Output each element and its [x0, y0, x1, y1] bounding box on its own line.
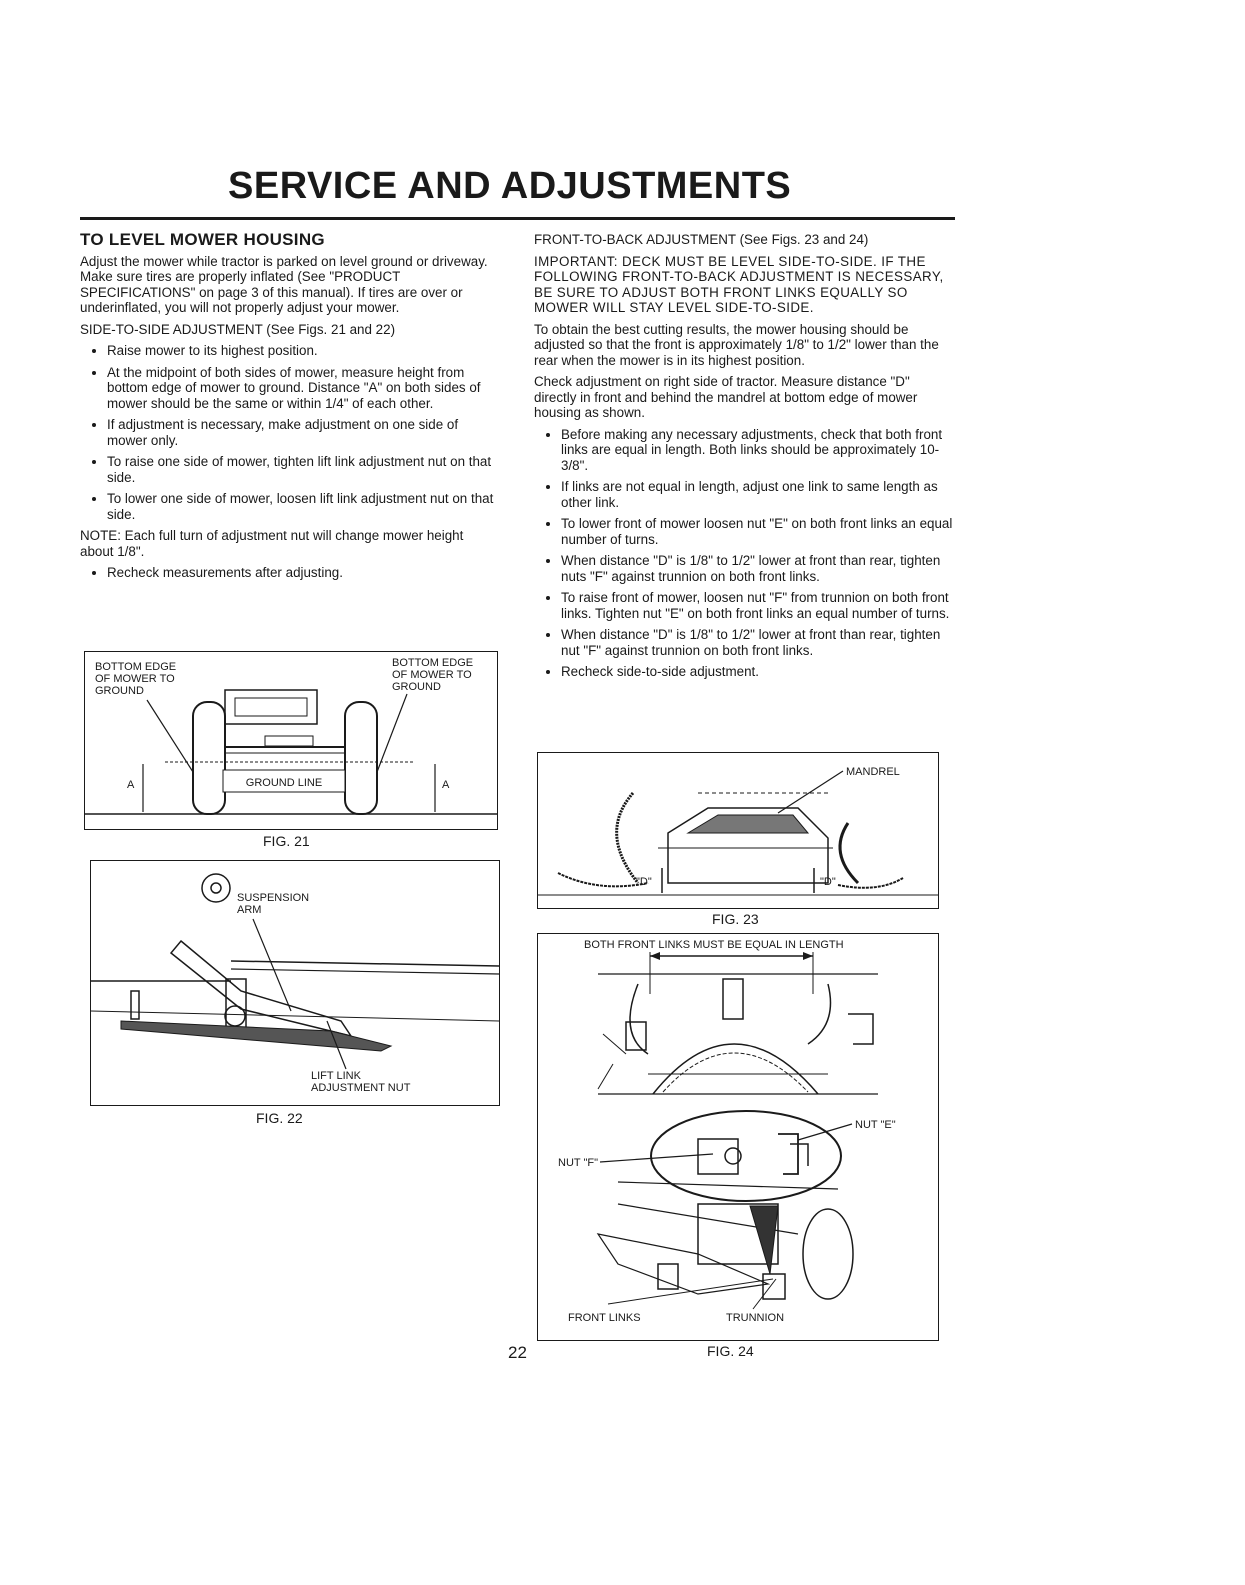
fig21-a-right: A — [442, 779, 450, 791]
figure-24: BOTH FRONT LINKS MUST BE EQUAL IN LENGTH… — [537, 933, 939, 1341]
list-item: Raise mower to its highest position. — [107, 343, 500, 359]
cutting-results-paragraph: To obtain the best cutting results, the … — [534, 321, 939, 368]
check-adjustment-paragraph: Check adjustment on right side of tracto… — [534, 374, 918, 420]
figure-22-drawing: SUSPENSION ARM LIFT LINK ADJUSTMENT NUT — [91, 873, 499, 1094]
front-to-back-steps: Before making any necessary adjustments,… — [534, 427, 954, 680]
figure-22-caption: FIG. 22 — [256, 1110, 303, 1126]
fig24-nut-f: NUT "F" — [558, 1157, 598, 1169]
fig22-label-nut-2: ADJUSTMENT NUT — [311, 1082, 411, 1094]
fig24-front-links: FRONT LINKS — [568, 1312, 641, 1324]
list-item: At the midpoint of both sides of mower, … — [107, 365, 500, 412]
list-item: If adjustment is necessary, make adjustm… — [107, 417, 500, 448]
page-number: 22 — [508, 1343, 527, 1362]
left-column: TO LEVEL MOWER HOUSING Adjust the mower … — [80, 230, 500, 587]
recheck-list: Recheck measurements after adjusting. — [80, 565, 500, 581]
fig21-a-left: A — [127, 779, 135, 791]
fig24-trunnion: TRUNNION — [726, 1312, 784, 1324]
side-to-side-steps: Raise mower to its highest position. At … — [80, 343, 500, 522]
fig24-nut-e: NUT "E" — [855, 1119, 896, 1131]
list-item: Recheck side-to-side adjustment. — [561, 664, 954, 680]
figure-23: MANDREL "D" "D" — [537, 752, 939, 909]
list-item: When distance "D" is 1/8" to 1/2" lower … — [561, 553, 954, 584]
front-to-back-heading: FRONT-TO-BACK ADJUSTMENT (See Figs. 23 a… — [534, 232, 869, 247]
fig21-ground-line-label: GROUND LINE — [246, 777, 322, 789]
figure-21-caption: FIG. 21 — [263, 833, 310, 849]
list-item: To lower one side of mower, loosen lift … — [107, 491, 500, 522]
list-item: To lower front of mower loosen nut "E" o… — [561, 516, 954, 547]
page-title: SERVICE AND ADJUSTMENTS — [228, 165, 792, 207]
right-wheel — [344, 701, 378, 815]
fig21-label-right-1: BOTTOM EDGE — [392, 657, 473, 669]
note-paragraph: NOTE: Each full turn of adjustment nut w… — [80, 528, 464, 559]
fig22-label-arm-2: ARM — [237, 904, 261, 916]
list-item: Before making any necessary adjustments,… — [561, 427, 954, 474]
figure-23-drawing: MANDREL "D" "D" — [538, 766, 938, 896]
fig21-label-right-2: OF MOWER TO — [392, 669, 472, 681]
list-item: When distance "D" is 1/8" to 1/2" lower … — [561, 627, 954, 658]
figure-21: BOTTOM EDGE OF MOWER TO GROUND BOTTOM ED… — [84, 651, 498, 830]
intro-paragraph: Adjust the mower while tractor is parked… — [80, 253, 488, 316]
fig23-label-mandrel: MANDREL — [846, 766, 900, 778]
fig23-d-left: "D" — [636, 876, 652, 888]
title-rule — [80, 217, 955, 220]
right-column: FRONT-TO-BACK ADJUSTMENT (See Figs. 23 a… — [534, 232, 954, 686]
fig21-label-right-3: GROUND — [392, 681, 441, 693]
fig24-label-top: BOTH FRONT LINKS MUST BE EQUAL IN LENGTH — [584, 939, 844, 951]
section-heading-level-mower: TO LEVEL MOWER HOUSING — [80, 230, 325, 249]
figure-21-drawing: BOTTOM EDGE OF MOWER TO GROUND BOTTOM ED… — [85, 657, 497, 815]
list-item: To raise front of mower, loosen nut "F" … — [561, 590, 954, 621]
fig21-label-left-2: OF MOWER TO — [95, 673, 175, 685]
side-to-side-heading: SIDE-TO-SIDE ADJUSTMENT (See Figs. 21 an… — [80, 321, 396, 337]
figure-24-caption: FIG. 24 — [707, 1343, 754, 1359]
fig21-label-left-1: BOTTOM EDGE — [95, 661, 176, 673]
left-wheel — [192, 701, 226, 815]
fig22-label-arm-1: SUSPENSION — [237, 892, 309, 904]
fig21-label-left-3: GROUND — [95, 685, 144, 697]
list-item: If links are not equal in length, adjust… — [561, 479, 954, 510]
list-item: Recheck measurements after adjusting. — [107, 565, 500, 581]
fig23-d-right: "D" — [820, 876, 836, 888]
figure-22: SUSPENSION ARM LIFT LINK ADJUSTMENT NUT — [90, 860, 500, 1106]
fig22-label-nut-1: LIFT LINK — [311, 1070, 362, 1082]
list-item: To raise one side of mower, tighten lift… — [107, 454, 500, 485]
figure-24-drawing: BOTH FRONT LINKS MUST BE EQUAL IN LENGTH… — [558, 939, 896, 1324]
figure-23-caption: FIG. 23 — [712, 911, 759, 927]
important-notice: IMPORTANT: DECK MUST BE LEVEL SIDE-TO-SI… — [534, 253, 944, 316]
